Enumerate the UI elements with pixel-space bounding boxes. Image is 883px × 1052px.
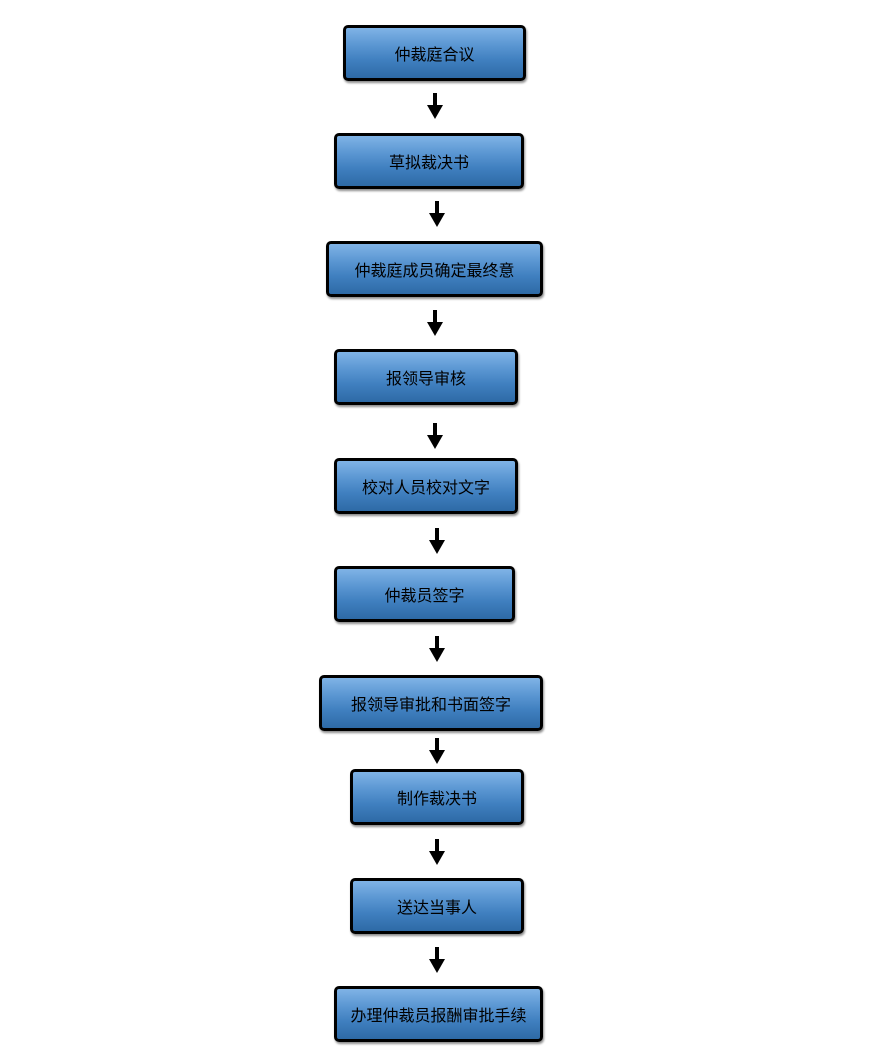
down-arrow-icon <box>429 738 445 764</box>
step-draft-award: 草拟裁决书 <box>334 133 524 189</box>
step-produce-award: 制作裁决书 <box>350 769 524 825</box>
step-label: 草拟裁决书 <box>388 153 469 172</box>
step-label: 校对人员校对文字 <box>361 478 490 497</box>
down-arrow-icon <box>429 201 445 227</box>
step-members-finalize-opinion: 仲裁庭成员确定最终意 <box>326 241 543 297</box>
down-arrow-icon <box>427 423 443 449</box>
step-label: 制作裁决书 <box>396 789 477 808</box>
step-label: 仲裁庭合议 <box>394 45 475 64</box>
step-tribunal-deliberation: 仲裁庭合议 <box>343 25 526 81</box>
step-label: 报领导审批和书面签字 <box>350 695 511 714</box>
step-label: 送达当事人 <box>396 898 477 917</box>
step-arbitrator-signature: 仲裁员签字 <box>334 566 515 622</box>
step-proofreading: 校对人员校对文字 <box>334 458 518 514</box>
step-leader-review: 报领导审核 <box>334 349 518 405</box>
down-arrow-icon <box>429 528 445 554</box>
step-deliver-to-parties: 送达当事人 <box>350 878 524 934</box>
step-label: 仲裁庭成员确定最终意 <box>354 261 515 280</box>
step-label: 报领导审核 <box>385 369 466 388</box>
step-label: 办理仲裁员报酬审批手续 <box>350 1006 527 1025</box>
down-arrow-icon <box>429 839 445 865</box>
step-arbitrator-remuneration-approval: 办理仲裁员报酬审批手续 <box>334 986 543 1042</box>
down-arrow-icon <box>429 636 445 662</box>
down-arrow-icon <box>427 93 443 119</box>
step-leader-approval-signature: 报领导审批和书面签字 <box>319 675 543 731</box>
down-arrow-icon <box>427 310 443 336</box>
down-arrow-icon <box>429 947 445 973</box>
step-label: 仲裁员签字 <box>384 586 465 605</box>
